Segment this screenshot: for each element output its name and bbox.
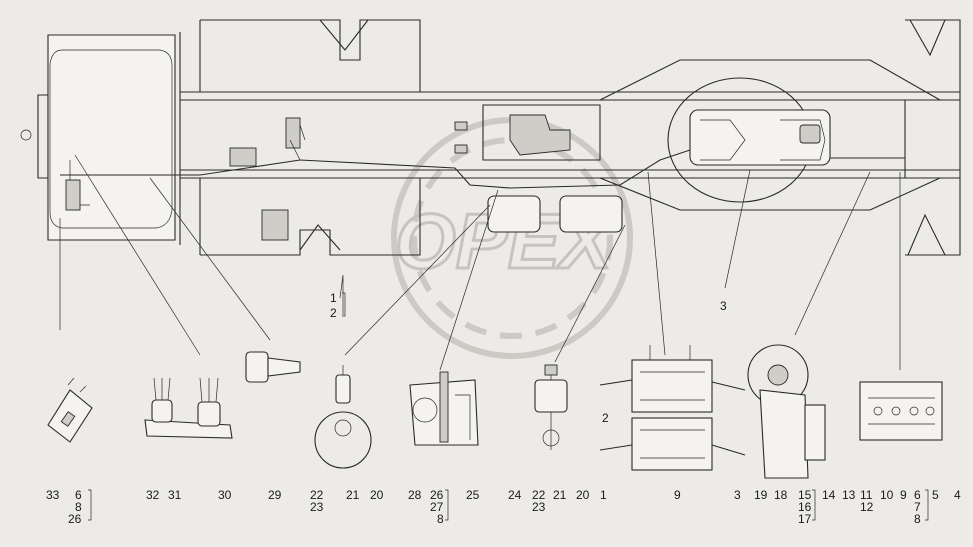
callout-9-bottom: 9 bbox=[674, 488, 681, 502]
callout-6a: 6 bbox=[75, 488, 82, 502]
callout-16: 16 bbox=[798, 500, 812, 514]
switch-33 bbox=[47, 377, 93, 443]
callout-23b: 23 bbox=[532, 500, 546, 514]
callout-12: 12 bbox=[860, 500, 874, 514]
callout-13: 13 bbox=[842, 488, 856, 502]
callout-14: 14 bbox=[822, 488, 836, 502]
callout-18: 18 bbox=[774, 488, 788, 502]
callout-25: 25 bbox=[466, 488, 480, 502]
terminal-block-4-14 bbox=[859, 381, 943, 441]
valve-25-28 bbox=[409, 371, 479, 446]
callout-1-bottom: 1 bbox=[600, 488, 607, 502]
opex-watermark: OPEX bbox=[391, 117, 633, 359]
callout-9-right: 9 bbox=[900, 488, 907, 502]
horn-15-19 bbox=[747, 344, 826, 479]
callout-3-top: 3 bbox=[720, 299, 727, 313]
callout-29: 29 bbox=[268, 488, 282, 502]
bottom-callouts: 33 6 8 26 32 31 30 29 22 23 21 20 28 26 … bbox=[46, 411, 961, 526]
callout-20a: 20 bbox=[370, 488, 384, 502]
sensor-20-24 bbox=[534, 364, 568, 450]
sockets-30-32 bbox=[144, 377, 233, 439]
callout-brackets bbox=[88, 292, 929, 521]
callout-4: 4 bbox=[954, 488, 961, 502]
callout-28: 28 bbox=[408, 488, 422, 502]
callout-17: 17 bbox=[798, 512, 812, 526]
lamp-29 bbox=[245, 351, 301, 383]
callout-8a: 8 bbox=[75, 500, 82, 514]
callout-22b: 22 bbox=[532, 488, 546, 502]
callout-22a: 22 bbox=[310, 488, 324, 502]
callout-15: 15 bbox=[798, 488, 812, 502]
callout-5: 5 bbox=[932, 488, 939, 502]
callout-19: 19 bbox=[754, 488, 768, 502]
sensor-20-23 bbox=[314, 365, 372, 469]
chassis-top-view bbox=[20, 19, 961, 256]
callout-2-bottom: 2 bbox=[602, 411, 609, 425]
callout-3-bottom: 3 bbox=[734, 488, 741, 502]
callout-27: 27 bbox=[430, 500, 444, 514]
junction-blocks-1-3-9 bbox=[599, 345, 746, 471]
callout-24: 24 bbox=[508, 488, 522, 502]
top-callouts: 1 2 3 bbox=[330, 291, 727, 320]
callout-26b: 26 bbox=[430, 488, 444, 502]
callout-8b: 8 bbox=[437, 512, 444, 526]
callout-6b: 6 bbox=[914, 488, 921, 502]
callout-31: 31 bbox=[168, 488, 182, 502]
callout-21b: 21 bbox=[553, 488, 567, 502]
callout-2-top: 2 bbox=[330, 306, 337, 320]
callout-1-top: 1 bbox=[330, 291, 337, 305]
callout-23a: 23 bbox=[310, 500, 324, 514]
callout-10: 10 bbox=[880, 488, 894, 502]
callout-8c: 8 bbox=[914, 512, 921, 526]
leader-lines bbox=[59, 154, 901, 371]
callout-26a: 26 bbox=[68, 512, 82, 526]
callout-7: 7 bbox=[914, 500, 921, 514]
callout-33: 33 bbox=[46, 488, 60, 502]
callout-21a: 21 bbox=[346, 488, 360, 502]
callout-11: 11 bbox=[860, 488, 873, 502]
callout-30: 30 bbox=[218, 488, 232, 502]
callout-32: 32 bbox=[146, 488, 160, 502]
callout-20b: 20 bbox=[576, 488, 590, 502]
